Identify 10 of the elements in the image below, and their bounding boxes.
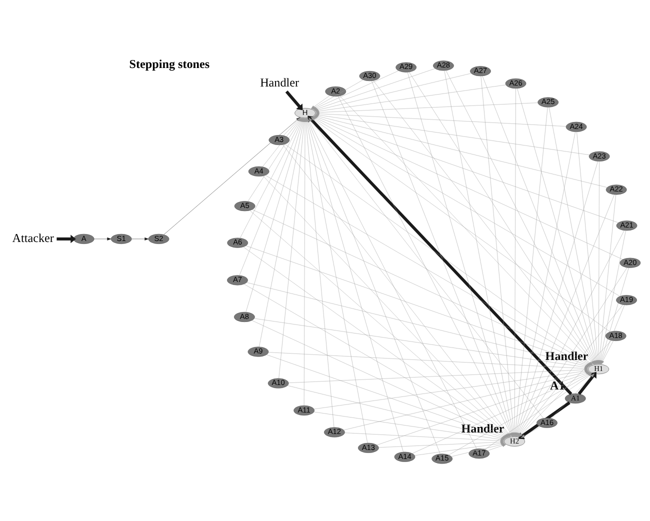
arrow [132,238,149,240]
label: Stepping stones [129,57,210,72]
node-text: Attacker [12,230,54,245]
node-text: Handler [260,75,300,90]
arrow [285,90,303,110]
arrow [56,234,76,244]
node-label: Handler [461,421,504,436]
node-label: Handler [545,349,588,364]
arrow [94,238,112,240]
arrow [520,426,541,438]
